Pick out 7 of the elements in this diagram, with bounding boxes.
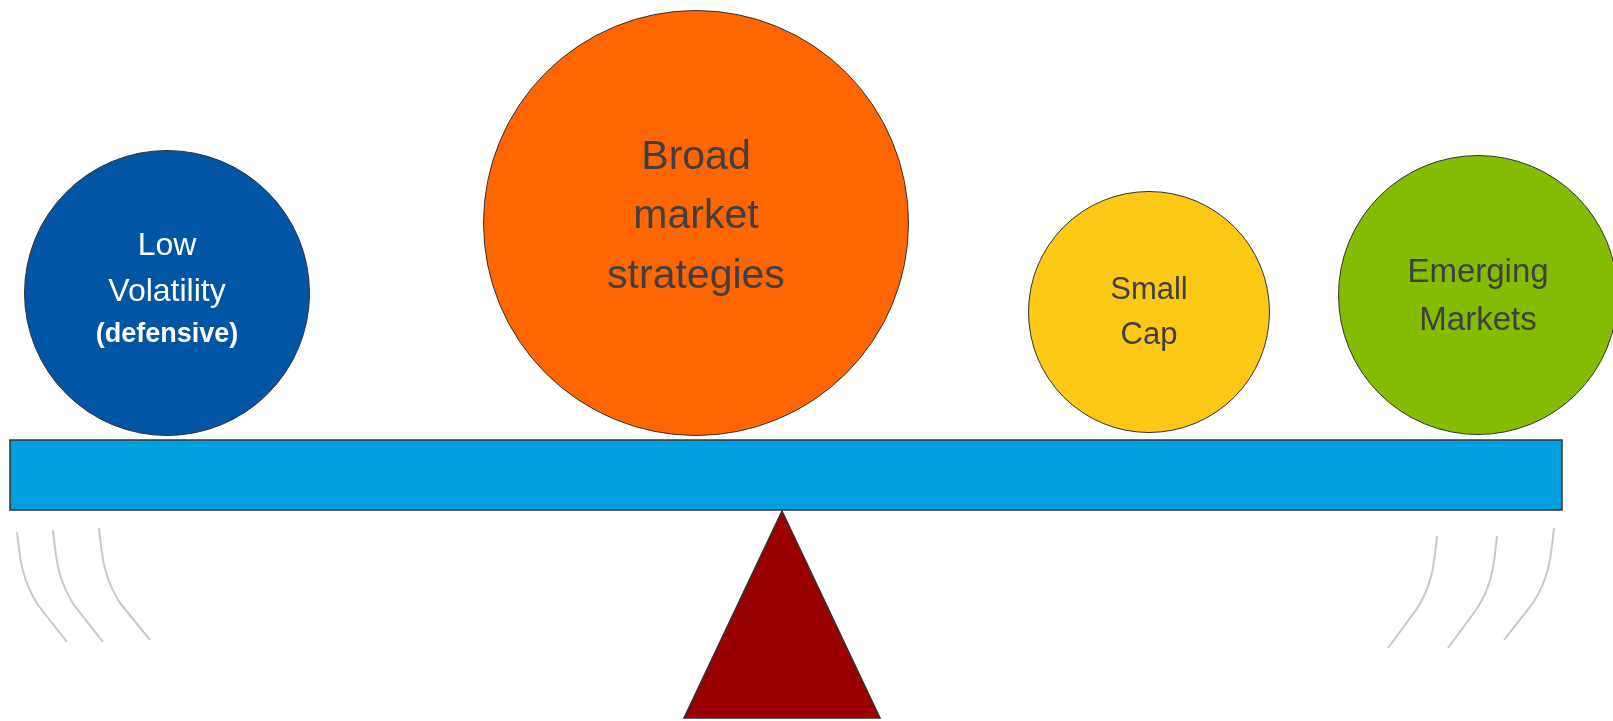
node-label: Emerging Markets — [1406, 251, 1550, 339]
node-label: Small Cap — [1109, 270, 1189, 353]
fulcrum-triangle — [682, 509, 882, 719]
node-label: Low Volatility — [107, 225, 227, 311]
node-label: (defensive) — [95, 316, 239, 350]
node-label: Broad market strategies — [606, 130, 786, 299]
seesaw-plank — [9, 439, 1563, 511]
